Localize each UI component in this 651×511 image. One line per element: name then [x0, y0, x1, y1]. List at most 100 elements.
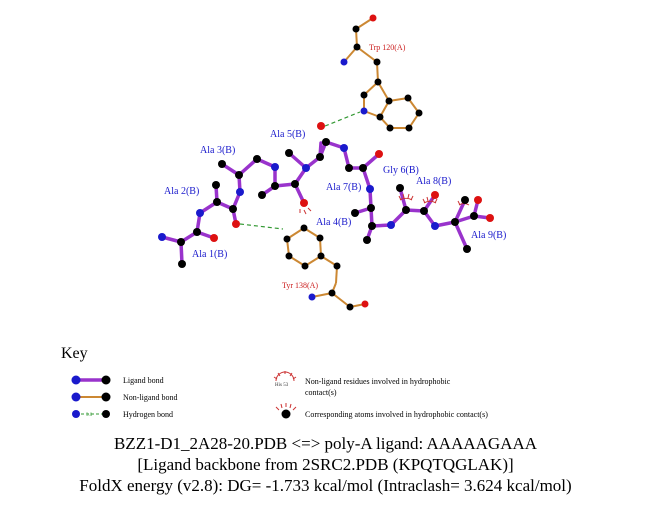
caption-line-2: [Ligand backbone from 2SRC2.PDB (KPQTQGL… — [137, 455, 514, 474]
ligand-chain — [158, 122, 494, 268]
atom-carbon — [253, 155, 261, 163]
atom-carbon — [271, 182, 279, 190]
key-hydrogen-bond-label: Hydrogen bond — [123, 410, 173, 419]
atom-carbon — [317, 252, 325, 260]
atom-carbon — [301, 262, 309, 270]
atom-carbon — [463, 245, 471, 253]
key-corresponding-atom-spokes — [275, 403, 297, 411]
atom-carbon — [396, 184, 404, 192]
atom-nitrogen — [366, 185, 374, 193]
atom-carbon — [193, 228, 201, 236]
hydrogen-bonds — [239, 111, 361, 230]
residue-labels: Trp 120(A) Ala 5(B) Ala 3(B) Ala 2(B) Al… — [164, 43, 506, 290]
atom-carbon — [359, 164, 367, 172]
key-his-example: His 53 — [275, 383, 289, 388]
atom-oxygen — [431, 191, 439, 199]
atom-nitrogen — [340, 144, 348, 152]
atom-carbon — [420, 207, 428, 215]
label-ala-9: Ala 9(B) — [471, 230, 506, 241]
atom-carbon — [291, 180, 299, 188]
atom-carbon — [101, 375, 111, 385]
label-ala-1: Ala 1(B) — [192, 249, 227, 260]
atom-carbon — [376, 113, 384, 121]
atom-nitrogen — [271, 163, 279, 171]
label-ala-8: Ala 8(B) — [416, 176, 451, 187]
atom-carbon — [218, 160, 226, 168]
atom-carbon — [285, 252, 293, 260]
atom-carbon — [353, 43, 361, 51]
atom-oxygen — [486, 214, 494, 222]
atom-carbon — [360, 91, 368, 99]
atom-nitrogen — [71, 392, 81, 402]
atom-carbon — [328, 289, 336, 297]
key-non-ligand-bond-label: Non-ligand bond — [123, 393, 177, 402]
atom-carbon — [368, 222, 376, 230]
atom-carbon — [102, 410, 110, 418]
atom-carbon — [405, 124, 413, 132]
label-gly-6: Gly 6(B) — [383, 165, 419, 176]
atom-nitrogen — [431, 222, 439, 230]
label-ala-3: Ala 3(B) — [200, 145, 235, 156]
atom-carbon — [213, 198, 221, 206]
atom-carbon — [470, 212, 478, 220]
label-trp-120: Trp 120(A) — [369, 43, 406, 52]
atom-carbon — [101, 392, 111, 402]
atom-carbon — [461, 196, 469, 204]
atom-carbon — [385, 97, 393, 105]
atom-carbon — [300, 224, 308, 232]
atom-carbon — [402, 206, 410, 214]
atom-nitrogen — [387, 221, 395, 229]
atom-nitrogen — [340, 58, 348, 66]
key-hbond-length: 3.0 — [86, 413, 93, 418]
label-ala-4: Ala 4(B) — [316, 217, 351, 228]
label-ala-7: Ala 7(B) — [326, 182, 361, 193]
atom-oxygen — [317, 122, 325, 130]
atom-carbon — [367, 204, 375, 212]
atom-nitrogen — [196, 209, 204, 217]
atom-carbon — [346, 303, 354, 311]
atom-nitrogen — [158, 233, 166, 241]
key-hydrophobic-residues-label: Non-ligand residues involved in hydropho… — [305, 377, 451, 386]
label-tyr-138: Tyr 138(A) — [282, 281, 318, 290]
key-hydrophobic-residues-label-2: contact(s) — [305, 388, 337, 397]
key-legend: Key Ligand bond Non-ligand bond 3.0 Hydr… — [61, 345, 488, 419]
atom-carbon — [285, 149, 293, 157]
atom-nitrogen — [360, 107, 368, 115]
atom-carbon — [178, 260, 186, 268]
atom-carbon — [374, 78, 382, 86]
key-ligand-bond-label: Ligand bond — [123, 376, 164, 385]
atom-oxygen — [369, 14, 377, 22]
atom-carbon — [258, 191, 266, 199]
key-title: Key — [61, 345, 88, 362]
atom-carbon — [316, 153, 324, 161]
key-hydrophobic-symbol — [273, 371, 297, 382]
atom-carbon — [351, 209, 359, 217]
atom-oxygen — [232, 220, 240, 228]
atom-carbon — [281, 409, 291, 419]
atom-carbon — [373, 58, 381, 66]
atom-oxygen — [300, 199, 308, 207]
atom-nitrogen — [72, 410, 80, 418]
label-ala-5: Ala 5(B) — [270, 129, 305, 140]
atom-oxygen — [361, 300, 369, 308]
atom-carbon — [212, 181, 220, 189]
atom-carbon — [333, 262, 341, 270]
atom-carbon — [235, 171, 243, 179]
atom-carbon — [345, 164, 353, 172]
residue-tyr-138 — [283, 224, 369, 311]
atom-carbon — [404, 94, 412, 102]
atom-carbon — [386, 124, 394, 132]
caption-line-3: FoldX energy (v2.8): DG= -1.733 kcal/mol… — [79, 476, 572, 495]
atom-carbon — [283, 235, 291, 243]
residue-trp-120 — [340, 14, 423, 132]
atom-nitrogen — [236, 188, 244, 196]
atom-carbon — [177, 238, 185, 246]
hydrophobic-contacts — [299, 193, 470, 215]
atom-carbon — [229, 205, 237, 213]
caption-line-1: BZZ1-D1_2A28-20.PDB <=> poly-A ligand: A… — [113, 434, 538, 453]
atom-nitrogen — [302, 164, 310, 172]
atom-oxygen — [210, 234, 218, 242]
atom-carbon — [352, 25, 360, 33]
label-ala-2: Ala 2(B) — [164, 186, 199, 197]
